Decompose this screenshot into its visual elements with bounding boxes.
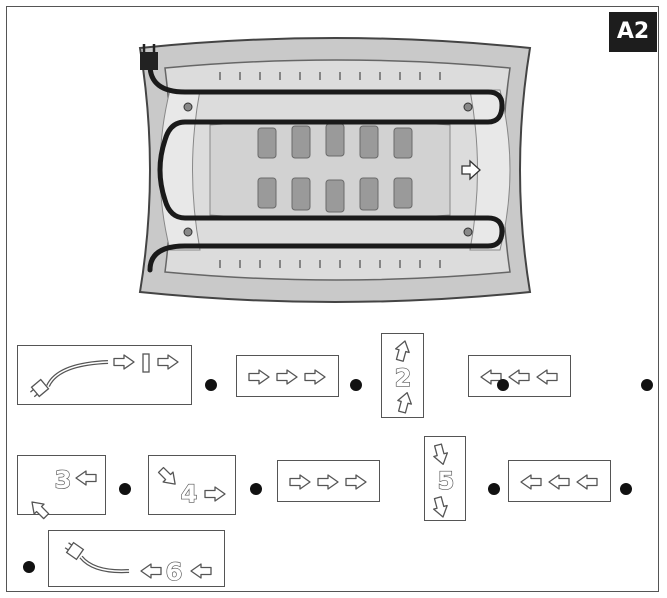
arrow-left-icon: [190, 563, 212, 579]
step-box-2: 2: [381, 333, 424, 418]
step-number-5: 5: [438, 467, 455, 495]
bullet-dot: [620, 483, 632, 495]
bullet-dot: [497, 379, 509, 391]
arrow-left-icon: [508, 369, 530, 385]
bullet-dot: [119, 483, 131, 495]
arrow-right-icon: [304, 369, 326, 385]
arrow-left-icon: [548, 474, 570, 490]
bullet-dot: [23, 561, 35, 573]
figure-frame: [6, 6, 659, 592]
power-cord: [147, 62, 505, 273]
step-number-4: 4: [181, 480, 198, 508]
arrow-right-icon: [317, 474, 339, 490]
step-box-3: 3: [17, 455, 106, 522]
arrow-left-icon: [536, 369, 558, 385]
plug-icon: [64, 541, 85, 561]
arrow-up-icon: [392, 338, 413, 363]
arrow-right-icon: [248, 369, 270, 385]
arrow-right-icon: [289, 474, 311, 490]
arrow-right-icon: [113, 354, 135, 370]
step-number-6: 6: [166, 558, 183, 586]
arrow-down-right-icon: [155, 464, 181, 490]
step-box-5: 5: [424, 436, 466, 521]
step-number-3: 3: [55, 466, 72, 494]
step-number-2: 2: [395, 364, 412, 392]
arrow-right-icon: [157, 354, 179, 370]
step-box-6: 6: [48, 530, 225, 587]
arrow-right-icon: [204, 486, 226, 502]
indicator-arrow-icon: [461, 159, 481, 181]
step-box-right-2: [277, 460, 380, 502]
power-switch-icon: [142, 353, 150, 373]
step-box-left-2: [508, 460, 611, 502]
arrow-right-icon: [276, 369, 298, 385]
bullet-dot: [250, 483, 262, 495]
bullet-dot: [350, 379, 362, 391]
device-illustration: [138, 37, 532, 303]
cord-plug-icon: [140, 44, 158, 70]
step-box-unplug: [17, 345, 192, 405]
step-box-right: [236, 355, 339, 397]
arrow-down-icon: [430, 442, 451, 467]
step-box-4: 4: [148, 455, 236, 515]
bullet-dot: [641, 379, 653, 391]
arrow-up-icon: [394, 390, 415, 415]
arrow-left-icon: [75, 470, 97, 486]
bullet-dot: [205, 379, 217, 391]
arrow-right-icon: [345, 474, 367, 490]
arrow-left-icon: [140, 563, 162, 579]
arrow-down-icon: [430, 495, 451, 520]
step-box-left: [468, 355, 571, 397]
bullet-dot: [488, 483, 500, 495]
plug-icon: [29, 378, 50, 398]
figure-label: A2: [609, 12, 657, 52]
arrow-left-icon: [520, 474, 542, 490]
arrow-left-icon: [576, 474, 598, 490]
